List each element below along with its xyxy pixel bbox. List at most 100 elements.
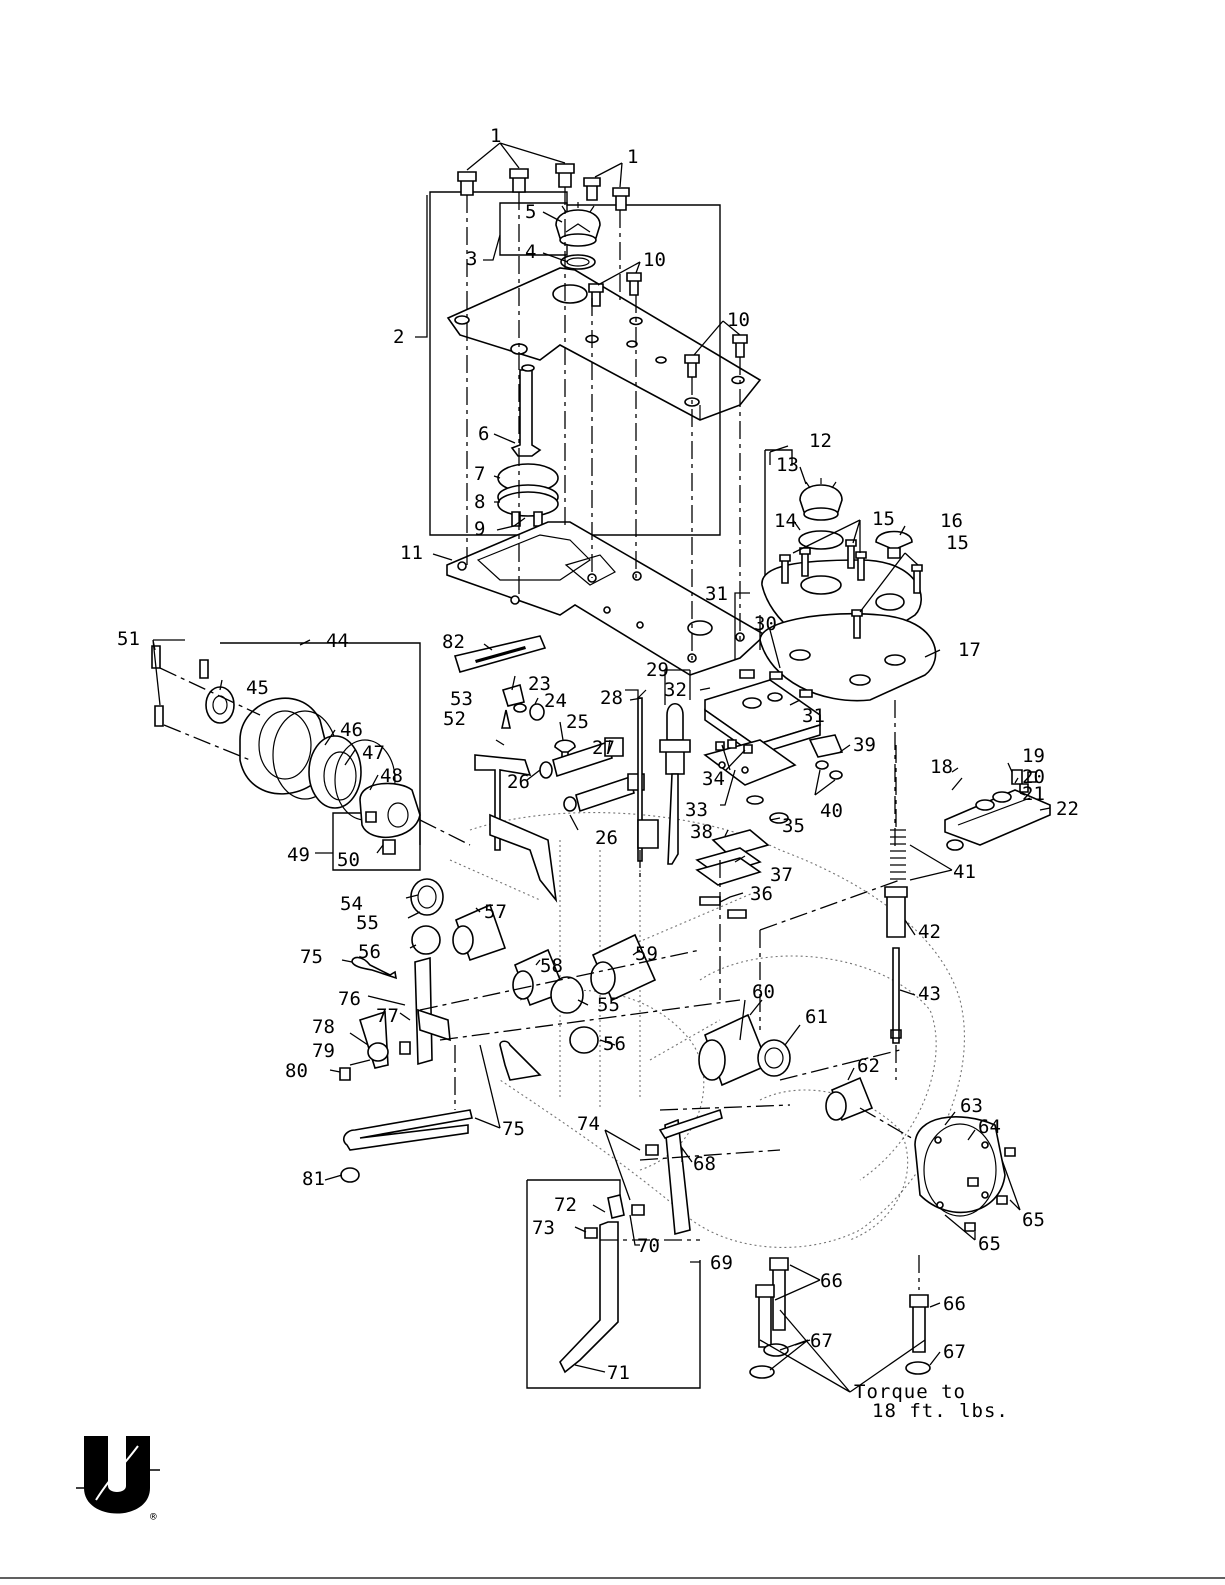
callout-label: 24	[544, 690, 567, 712]
callout-label: 48	[380, 765, 403, 787]
callout-label: 45	[246, 677, 269, 699]
callout-label: 52	[443, 708, 466, 730]
callout-label: 2	[393, 326, 404, 348]
callout-label: 69	[710, 1252, 733, 1274]
callout-label: 21	[1022, 783, 1045, 805]
callout-label: 18	[930, 756, 953, 778]
callout-label: 17	[958, 639, 981, 661]
callout-label: 51	[117, 628, 140, 650]
callout-label: 3	[466, 248, 477, 270]
callout-label: 35	[782, 815, 805, 837]
callout-label: 39	[853, 734, 876, 756]
torque-note: Torque to 18 ft. lbs.	[854, 1381, 1009, 1422]
callout-label: 41	[953, 861, 976, 883]
callout-label: 38	[690, 821, 713, 843]
callout-label: 78	[312, 1016, 335, 1038]
callout-label: 58	[540, 955, 563, 977]
callout-label: 14	[774, 510, 797, 532]
callout-label: 10	[643, 249, 666, 271]
callout-label: 70	[637, 1235, 660, 1257]
callout-label: 66	[943, 1293, 966, 1315]
logo-u-icon	[84, 1436, 150, 1514]
callout-label: 25	[566, 711, 589, 733]
callout-label: 81	[302, 1168, 325, 1190]
callout-label: 44	[326, 630, 349, 652]
callout-label: 56	[358, 941, 381, 963]
registered-mark: ®	[150, 1510, 157, 1523]
spring-shaft-41-42-43	[885, 745, 907, 1080]
callout-label: 33	[685, 799, 708, 821]
callout-label: 57	[484, 901, 507, 923]
callout-label: 65	[1022, 1209, 1045, 1231]
callout-label: 27	[592, 737, 615, 759]
handle-assembly-68-74	[527, 1110, 722, 1388]
callout-label: 65	[978, 1233, 1001, 1255]
callout-label: 53	[450, 688, 473, 710]
callout-label: 30	[754, 613, 777, 635]
callout-label: 28	[600, 687, 623, 709]
callout-label: 55	[356, 912, 379, 934]
callout-label: 12	[809, 430, 832, 452]
valve-29	[638, 704, 690, 864]
callout-label: 31	[802, 705, 825, 727]
callout-label: 74	[577, 1113, 600, 1135]
callout-label: 9	[474, 518, 485, 540]
callout-label: 67	[810, 1330, 833, 1352]
decal-82	[455, 636, 545, 672]
hardware-39-40	[810, 735, 842, 779]
callout-label: 1	[627, 146, 638, 168]
callout-label: 16	[940, 510, 963, 532]
callout-label: 73	[532, 1217, 555, 1239]
callout-label: 40	[820, 800, 843, 822]
callout-label: 60	[752, 981, 775, 1003]
callout-label: 77	[376, 1005, 399, 1027]
callout-label: 10	[727, 309, 750, 331]
callout-label: 64	[978, 1116, 1001, 1138]
callout-label: 15	[946, 532, 969, 554]
callout-label: 63	[960, 1095, 983, 1117]
callout-label: 36	[750, 883, 773, 905]
callout-label: 76	[338, 988, 361, 1010]
callout-label: 55	[597, 994, 620, 1016]
callout-label: 68	[693, 1153, 716, 1175]
callout-label: 66	[820, 1270, 843, 1292]
callout-label: 46	[340, 719, 363, 741]
callout-label: 71	[607, 1362, 630, 1384]
callout-label: 59	[635, 943, 658, 965]
callout-label: 75	[300, 946, 323, 968]
shaft-6-discs	[498, 365, 558, 526]
callout-label: 11	[400, 542, 423, 564]
top-cover-plate	[448, 268, 760, 420]
callout-label: 56	[603, 1033, 626, 1055]
callout-label: 26	[595, 827, 618, 849]
callout-label: 75	[502, 1118, 525, 1140]
callout-label: 19	[1022, 745, 1045, 767]
callout-label: 15	[872, 508, 895, 530]
bracket-52-53	[475, 710, 556, 900]
callout-label: 62	[857, 1055, 880, 1077]
callout-label: 37	[770, 864, 793, 886]
bearing-housing-assembly	[152, 643, 470, 870]
callout-label: 72	[554, 1194, 577, 1216]
callout-label: 79	[312, 1040, 335, 1062]
callout-label: 82	[442, 631, 465, 653]
knob-5-seal-4	[556, 202, 600, 269]
callout-label: 47	[362, 742, 385, 764]
callout-label: 80	[285, 1060, 308, 1082]
callout-label: 4	[525, 241, 536, 263]
levers-75-80	[340, 957, 540, 1182]
callout-label: 26	[507, 771, 530, 793]
callout-label: 42	[918, 921, 941, 943]
callout-label: 13	[776, 454, 799, 476]
torque-note-line-2: 18 ft. lbs.	[872, 1400, 1009, 1422]
callout-label: 61	[805, 1006, 828, 1028]
callout-label: 31	[705, 583, 728, 605]
callout-label: 32	[664, 679, 687, 701]
callout-label: 43	[918, 983, 941, 1005]
callout-label: 34	[702, 768, 725, 790]
brand-logo: ®	[76, 1436, 160, 1523]
callout-label: 1	[490, 125, 501, 147]
callout-label: 22	[1056, 798, 1079, 820]
bearing-60-62	[699, 1015, 872, 1120]
callout-label: 49	[287, 844, 310, 866]
